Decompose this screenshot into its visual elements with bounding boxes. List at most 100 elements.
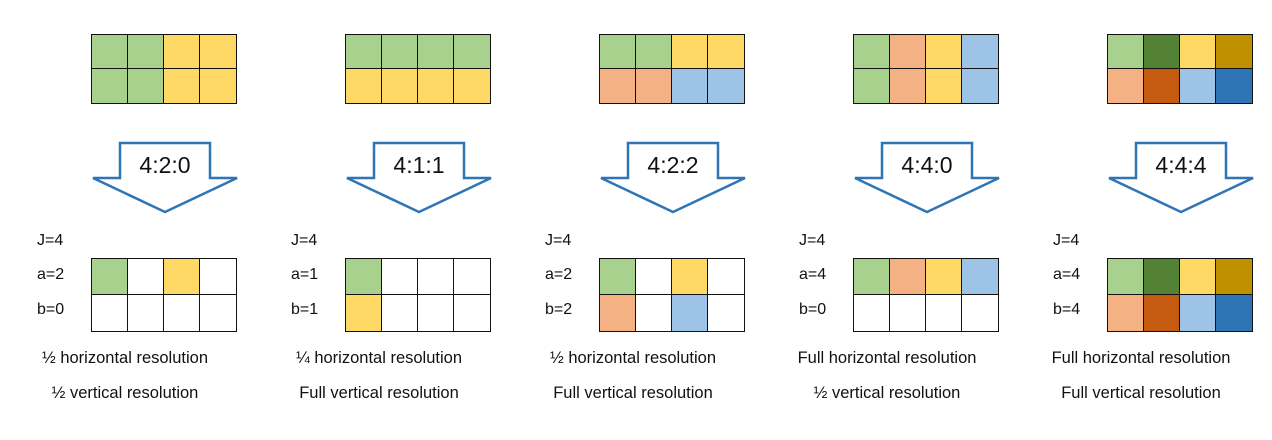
chroma-cell: [853, 258, 891, 296]
sample-cell: [925, 34, 963, 70]
chroma-cell: [127, 294, 165, 332]
sample-grid: [91, 34, 237, 104]
sample-cell: [381, 68, 419, 104]
chroma-cell: [961, 258, 999, 296]
chroma-cell: [889, 294, 927, 332]
sample-cell: [599, 68, 637, 104]
down-arrow-icon: 4:4:0: [852, 141, 1002, 215]
down-arrow-icon: 4:1:1: [344, 141, 494, 215]
sample-grid: [853, 34, 999, 104]
chroma-cell: [417, 258, 455, 296]
sample-cell: [853, 68, 891, 104]
sample-cell: [417, 68, 455, 104]
chroma-cell: [1215, 258, 1253, 296]
chroma-cell: [671, 258, 709, 296]
horizontal-resolution-text: ¼ horizontal resolution: [295, 349, 462, 367]
chroma-cell: [91, 294, 129, 332]
chroma-cell: [599, 258, 637, 296]
sample-cell: [925, 68, 963, 104]
chroma-cell: [199, 258, 237, 296]
sample-cell: [961, 34, 999, 70]
ratio-label: 4:4:0: [901, 152, 953, 178]
sample-cell: [453, 34, 491, 70]
horizontal-resolution-text: ½ horizontal resolution: [41, 349, 208, 367]
horizontal-resolution-text: Full horizontal resolution: [797, 349, 977, 367]
j-label: J=4: [1053, 232, 1080, 249]
subsampled-grid: [91, 258, 237, 332]
sample-cell: [1143, 68, 1181, 104]
chroma-cell: [599, 294, 637, 332]
down-arrow-icon: 4:2:0: [90, 141, 240, 215]
chroma-cell: [1107, 294, 1145, 332]
vertical-resolution-text: ½ vertical resolution: [813, 384, 961, 402]
chroma-cell: [345, 258, 383, 296]
sample-cell: [163, 34, 201, 70]
sample-cell: [599, 34, 637, 70]
sample-cell: [889, 34, 927, 70]
ratio-label: 4:4:4: [1155, 152, 1207, 178]
chroma-cell: [417, 294, 455, 332]
chroma-cell: [925, 258, 963, 296]
chroma-cell: [635, 258, 673, 296]
chroma-cell: [707, 258, 745, 296]
horizontal-resolution-text: ½ horizontal resolution: [549, 349, 716, 367]
chroma-cell: [1143, 258, 1181, 296]
b-label: b=4: [1053, 301, 1081, 318]
sample-cell: [1107, 34, 1145, 70]
chroma-cell: [853, 294, 891, 332]
sample-cell: [635, 34, 673, 70]
sample-cell: [1107, 68, 1145, 104]
chroma-cell: [127, 258, 165, 296]
sample-cell: [199, 34, 237, 70]
chroma-cell: [1215, 294, 1253, 332]
sample-cell: [127, 34, 165, 70]
sample-cell: [853, 34, 891, 70]
sample-cell: [417, 34, 455, 70]
sample-cell: [91, 68, 129, 104]
subsampled-grid: [1107, 258, 1253, 332]
down-arrow-icon: 4:4:4: [1106, 141, 1256, 215]
subsampled-grid: [853, 258, 999, 332]
chroma-cell: [707, 294, 745, 332]
chroma-cell: [163, 294, 201, 332]
sample-cell: [91, 34, 129, 70]
subsampled-grid: [345, 258, 491, 332]
sample-cell: [453, 68, 491, 104]
chroma-cell: [1179, 258, 1217, 296]
chroma-cell: [453, 258, 491, 296]
chroma-cell: [1107, 258, 1145, 296]
sample-cell: [707, 34, 745, 70]
sample-cell: [1179, 68, 1217, 104]
sample-cell: [707, 68, 745, 104]
b-label: b=1: [291, 301, 319, 318]
sample-cell: [635, 68, 673, 104]
sample-cell: [163, 68, 201, 104]
b-label: b=2: [545, 301, 573, 318]
j-label: J=4: [37, 232, 64, 249]
chroma-cell: [163, 258, 201, 296]
horizontal-resolution-text: Full horizontal resolution: [1051, 349, 1231, 367]
vertical-resolution-text: Full vertical resolution: [553, 384, 713, 402]
sample-cell: [127, 68, 165, 104]
chroma-cell: [961, 294, 999, 332]
sample-grid: [1107, 34, 1253, 104]
sample-cell: [1215, 68, 1253, 104]
chroma-cell: [1143, 294, 1181, 332]
sample-cell: [961, 68, 999, 104]
a-label: a=4: [799, 266, 827, 283]
down-arrow-icon: 4:2:2: [598, 141, 748, 215]
chroma-cell: [889, 258, 927, 296]
sample-cell: [345, 34, 383, 70]
j-label: J=4: [799, 232, 826, 249]
sample-grid: [599, 34, 745, 104]
sample-cell: [671, 34, 709, 70]
chroma-cell: [91, 258, 129, 296]
j-label: J=4: [545, 232, 572, 249]
sample-cell: [1215, 34, 1253, 70]
vertical-resolution-text: Full vertical resolution: [299, 384, 459, 402]
